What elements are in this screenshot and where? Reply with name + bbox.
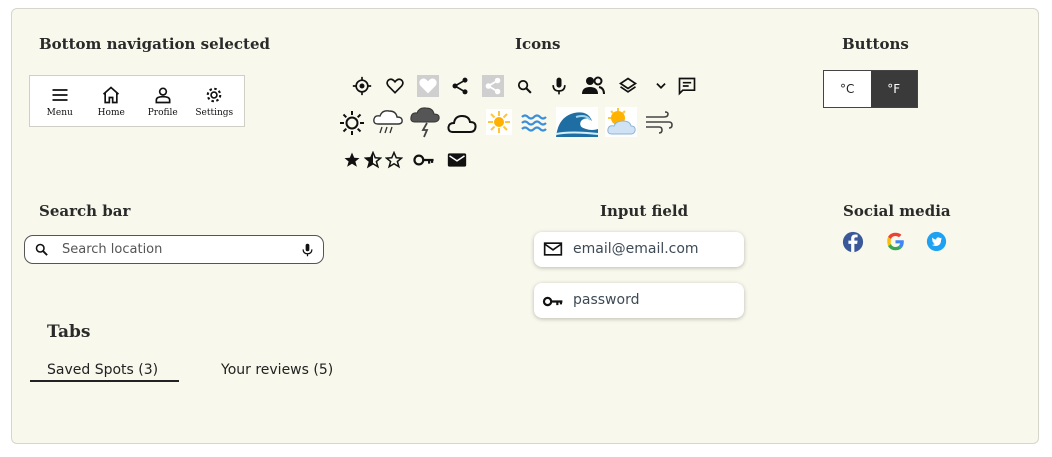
search-input[interactable]: Search location: [62, 242, 163, 257]
gear-icon: [206, 87, 222, 102]
profile-icon: [155, 87, 171, 103]
star-outline-icon: [385, 151, 403, 169]
section-title-input-field: Input field: [600, 202, 689, 220]
nav-item-menu[interactable]: Menu: [35, 85, 85, 118]
key-icon: [542, 296, 563, 307]
group-icon: [582, 76, 605, 95]
search-icon: [35, 243, 48, 256]
password-value: password: [573, 292, 640, 308]
mail-outline-icon: [543, 242, 563, 256]
big-wave-icon: [556, 107, 598, 137]
cloud-icon: [447, 114, 477, 133]
search-icon: [517, 79, 532, 94]
star-half-icon: [364, 151, 382, 169]
sun-icon: [340, 111, 364, 135]
water-waves-icon: [521, 114, 547, 132]
section-title-tabs: Tabs: [47, 322, 91, 342]
sunny-icon: [486, 109, 512, 135]
email-value: email@email.com: [573, 241, 699, 257]
facebook-icon[interactable]: [842, 231, 864, 253]
rain-cloud-icon: [373, 110, 403, 134]
email-field[interactable]: email@email.com: [534, 232, 744, 267]
bottom-navigation: Menu Home Profile Settings: [29, 75, 245, 127]
tab-indicator: [30, 380, 179, 382]
my-location-icon: [352, 76, 372, 96]
home-icon: [103, 85, 120, 103]
nav-item-home[interactable]: Home: [86, 85, 136, 118]
partly-cloudy-icon: [605, 107, 637, 137]
share-filled-icon: [482, 75, 504, 97]
section-title-icons: Icons: [515, 35, 561, 53]
nav-label: Home: [97, 107, 125, 118]
chevron-down-icon: [656, 83, 666, 89]
heart-outline-icon: [386, 78, 404, 94]
tab-your-reviews[interactable]: Your reviews (5): [221, 362, 334, 378]
google-icon[interactable]: [885, 231, 906, 252]
mail-icon: [447, 153, 467, 167]
section-title-bottom-nav: Bottom navigation selected: [39, 35, 270, 53]
section-title-buttons: Buttons: [842, 35, 909, 53]
nav-item-settings[interactable]: Settings: [189, 85, 239, 118]
wind-icon: [646, 111, 673, 134]
star-filled-icon: [344, 152, 360, 167]
nav-label: Profile: [147, 107, 178, 118]
unit-toggle: °C °F: [823, 70, 918, 108]
mic-icon[interactable]: [300, 242, 315, 258]
nav-label: Settings: [195, 107, 234, 118]
section-title-search-bar: Search bar: [39, 202, 131, 220]
share-icon: [452, 77, 468, 95]
thunderstorm-icon: [410, 107, 440, 138]
password-field[interactable]: password: [534, 283, 744, 318]
celsius-button[interactable]: °C: [824, 71, 871, 107]
layers-icon: [618, 77, 638, 93]
section-title-social-media: Social media: [843, 202, 951, 220]
twitter-icon[interactable]: [926, 231, 947, 252]
nav-item-profile[interactable]: Profile: [138, 85, 188, 118]
search-bar[interactable]: Search location: [24, 235, 324, 264]
key-icon: [413, 154, 434, 166]
comment-icon: [678, 77, 696, 96]
heart-filled-icon: [417, 75, 439, 97]
menu-icon: [52, 88, 68, 101]
mic-icon: [552, 77, 566, 95]
tab-saved-spots[interactable]: Saved Spots (3): [47, 362, 159, 378]
nav-label: Menu: [46, 107, 73, 118]
fahrenheit-button[interactable]: °F: [870, 71, 917, 107]
